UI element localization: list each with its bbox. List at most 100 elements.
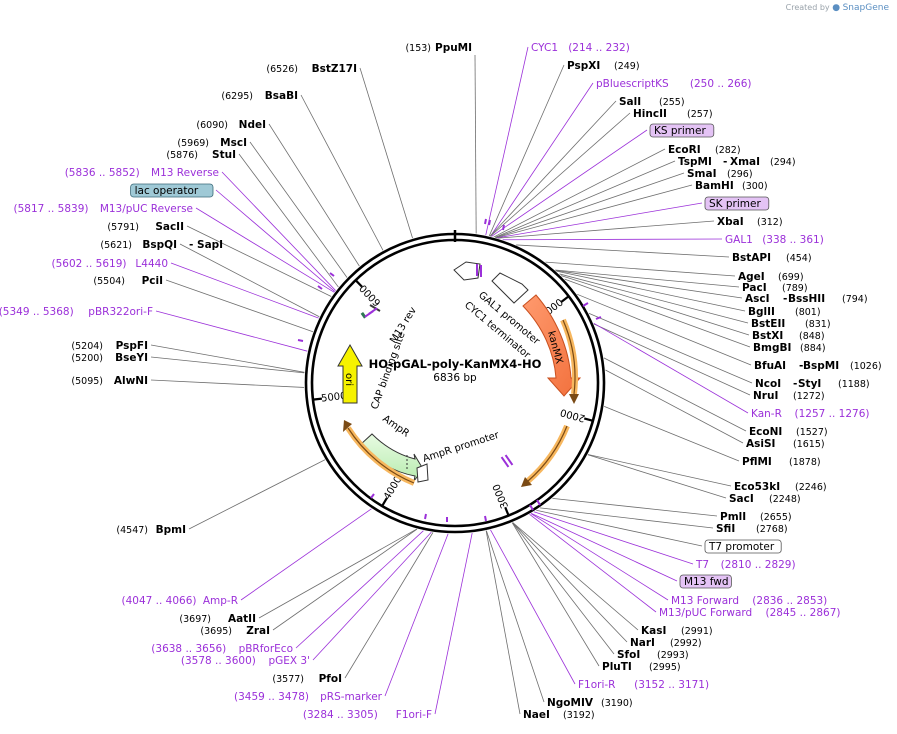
svg-text:(2810 .. 2829): (2810 .. 2829): [721, 559, 796, 571]
svg-text:-: -: [799, 360, 803, 372]
svg-text:AscI: AscI: [745, 293, 770, 305]
svg-text:(1188): (1188): [838, 379, 870, 390]
inner-markers: [364, 264, 514, 468]
label-bpmi: BpmI(4547): [116, 524, 186, 536]
svg-text:(294): (294): [770, 157, 796, 168]
label-paci: PacI(789): [742, 282, 808, 294]
svg-text:StuI: StuI: [212, 149, 236, 161]
svg-text:(3192): (3192): [563, 710, 595, 721]
label-bmgbi: BmgBI (884): [753, 342, 826, 354]
label-sfii: SfiI(2768): [716, 523, 788, 535]
svg-text:-: -: [723, 156, 727, 168]
label-pspfi: PspFI(5204): [71, 340, 148, 352]
ampr-label: AmpR: [380, 413, 411, 439]
svg-text:(2655): (2655): [760, 512, 792, 523]
svg-text:F1ori-R: F1ori-R: [578, 679, 615, 691]
svg-text:BamHI: BamHI: [695, 180, 734, 192]
label-bsshii: BssHII(794): [788, 293, 868, 305]
label-bspqi: BspQI(5621): [100, 239, 177, 251]
label-pbluescriptks: pBluescriptKS(250 .. 266): [596, 78, 752, 90]
label-econi: EcoNI(1527): [749, 426, 828, 438]
svg-text:(884): (884): [800, 343, 826, 354]
svg-text:(801): (801): [795, 307, 821, 318]
svg-text:L4440: L4440: [135, 258, 168, 270]
svg-text:pBR322ori-F: pBR322ori-F: [88, 306, 153, 318]
label-smai: SmaI(296): [687, 168, 753, 180]
svg-text:SacI: SacI: [729, 493, 754, 505]
svg-text:XmaI: XmaI: [730, 156, 760, 168]
svg-text:BspMI: BspMI: [803, 360, 839, 372]
label-aatii: AatII(3697): [179, 613, 256, 625]
svg-text:(214 .. 232): (214 .. 232): [568, 42, 630, 54]
label-pluti: PluTI(2995): [602, 661, 681, 673]
label-ndei: NdeI (6090): [196, 119, 266, 131]
label-sapi: - SapI: [189, 239, 223, 251]
snapgene-name: SnapGene: [842, 3, 889, 13]
svg-text:Amp-R: Amp-R: [203, 595, 238, 607]
svg-text:-: -: [783, 293, 787, 305]
svg-text:PfoI: PfoI: [319, 673, 342, 685]
svg-text:T7 promoter: T7 promoter: [708, 541, 775, 553]
svg-text:(789): (789): [782, 283, 808, 294]
ampr-promoter-arrow: [416, 463, 429, 483]
svg-text:M13 Forward: M13 Forward: [671, 595, 739, 607]
svg-text:BfuAI: BfuAI: [754, 360, 786, 372]
svg-text:(5817 .. 5839): (5817 .. 5839): [14, 203, 89, 215]
svg-text:NdeI: NdeI: [239, 119, 266, 131]
svg-text:(831): (831): [805, 319, 831, 330]
svg-text:Eco53kI: Eco53kI: [734, 481, 780, 493]
svg-text:BstZ17I: BstZ17I: [312, 63, 357, 75]
svg-text:PspFI: PspFI: [116, 340, 148, 352]
label-m13forward: M13 Forward(2836 .. 2853): [671, 595, 827, 607]
tick-label-5000: 5000: [321, 391, 348, 405]
label-l4440: L4440(5602 .. 5619): [52, 258, 169, 270]
created-by-text: Created by: [785, 3, 830, 12]
svg-text:(5836 .. 5852): (5836 .. 5852): [65, 167, 140, 179]
svg-text:MscI: MscI: [220, 137, 247, 149]
svg-text:(2845 .. 2867): (2845 .. 2867): [766, 607, 841, 619]
svg-text:(249): (249): [614, 61, 640, 72]
label-stui: StuI(5876): [166, 149, 236, 161]
svg-text:(699): (699): [778, 272, 804, 283]
label-ngomiv: NgoMIV(3190): [547, 697, 633, 709]
tick-3000: [504, 506, 510, 516]
label-nari: NarI(2992): [630, 637, 702, 649]
svg-text:lac operator: lac operator: [135, 185, 199, 197]
label-pgex3: pGEX 3'(3578 .. 3600): [181, 655, 310, 667]
svg-text:M13 fwd: M13 fwd: [684, 576, 729, 588]
feature-arrows: [337, 261, 582, 483]
svg-text:(1878): (1878): [789, 457, 821, 468]
svg-text:(3284 .. 3305): (3284 .. 3305): [303, 709, 378, 721]
label-prsmarker: pRS-marker(3459 .. 3478): [234, 691, 383, 703]
label-zrai: ZraI(3695): [200, 625, 270, 637]
tick-1000: [560, 295, 570, 303]
label-m13fwd: M13 fwd: [679, 574, 732, 589]
svg-text:(454): (454): [786, 253, 812, 264]
svg-text:BseYI: BseYI: [115, 352, 148, 364]
svg-text:BmgBI: BmgBI: [753, 342, 791, 354]
svg-text:(6090): (6090): [196, 120, 228, 131]
svg-text:AlwNI: AlwNI: [114, 375, 148, 387]
label-ecori: EcoRI(282): [668, 144, 741, 156]
svg-text:(3695): (3695): [200, 626, 232, 637]
svg-text:(2993): (2993): [657, 650, 689, 661]
label-cyc1: CYC1(214 .. 232): [531, 42, 630, 54]
label-pspxi: PspXI(249): [567, 60, 640, 72]
svg-text:(2992): (2992): [670, 638, 702, 649]
snapgene-credit: Created by ● SnapGene: [786, 3, 889, 13]
label-sali: SalI(255): [619, 96, 685, 108]
label-tspmi: TspMI-: [678, 156, 727, 168]
label-bamhi: BamHI(300): [695, 180, 768, 192]
cyc1-terminator-arrow: [453, 261, 481, 281]
svg-text:pBRforEco: pBRforEco: [239, 643, 293, 655]
label-pflmi: PflMI(1878): [742, 456, 821, 468]
svg-text:AatII: AatII: [228, 613, 256, 625]
ori-arrow: [337, 343, 363, 404]
svg-text:(3152 .. 3171): (3152 .. 3171): [634, 679, 709, 691]
label-styi: StyI(1188): [798, 378, 870, 390]
label-alwni: AlwNI(5095): [71, 375, 148, 387]
svg-text:EcoRI: EcoRI: [668, 144, 701, 156]
svg-text:(6295): (6295): [221, 91, 253, 102]
